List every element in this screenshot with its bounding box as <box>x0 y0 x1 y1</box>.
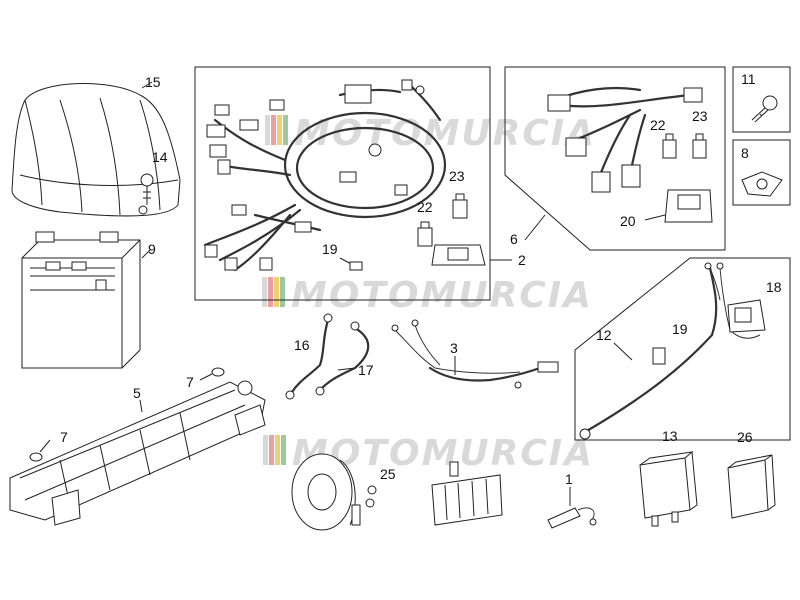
label-19: 19 <box>672 321 688 337</box>
box-part-8 <box>732 139 791 206</box>
label-13: 13 <box>662 428 678 444</box>
battery-part-9 <box>21 231 141 369</box>
bolts-part-25 <box>365 485 377 508</box>
label-19-box: 19 <box>322 241 338 257</box>
label-5: 5 <box>133 385 141 401</box>
label-22-box6: 22 <box>650 117 666 133</box>
harness-part-12 <box>579 262 761 440</box>
relay-part-26 <box>727 454 776 519</box>
label-25: 25 <box>380 466 396 482</box>
label-9: 9 <box>148 241 156 257</box>
fuse-22-box <box>417 221 433 247</box>
label-7b: 7 <box>60 429 68 445</box>
cover-part-15 <box>11 83 181 217</box>
label-23-box6: 23 <box>692 108 708 124</box>
cable-part-3 <box>391 319 559 389</box>
label-26: 26 <box>737 429 753 445</box>
label-2: 2 <box>518 252 526 268</box>
relay-holder-part-18 <box>727 299 766 333</box>
label-17: 17 <box>358 362 374 378</box>
harness-box-6 <box>504 66 726 251</box>
label-22-box: 22 <box>417 199 433 215</box>
box-part-11 <box>732 66 791 133</box>
label-18: 18 <box>766 279 782 295</box>
fuse-holder-part-20 <box>664 189 713 223</box>
secondary-harness <box>547 86 703 193</box>
label-8: 8 <box>741 145 749 161</box>
screw-part-14 <box>138 173 154 215</box>
washer-part-7b <box>29 452 43 462</box>
watermark-1: MOTOMURCIA <box>265 113 596 154</box>
relay-part-13 <box>639 451 698 527</box>
screw-part-11 <box>751 95 778 123</box>
main-harness <box>203 79 447 272</box>
label-6: 6 <box>510 231 518 247</box>
cable-part-17 <box>315 321 370 396</box>
label-1: 1 <box>565 471 573 487</box>
label-12: 12 <box>596 327 612 343</box>
harness-box <box>194 66 491 301</box>
washer-part-7a <box>211 367 225 377</box>
plate-part-5 <box>9 380 266 526</box>
clip-part-8 <box>741 171 783 197</box>
label-3: 3 <box>450 340 458 356</box>
watermark-text: MOTOMURCIA <box>294 113 596 154</box>
fuse-holder-box <box>431 244 486 266</box>
label-20: 20 <box>620 213 636 229</box>
cable-part-16 <box>285 313 333 400</box>
label-14: 14 <box>152 149 168 165</box>
fuse-23-box6 <box>692 133 707 159</box>
label-16: 16 <box>294 337 310 353</box>
fuse-part-19 <box>652 347 666 365</box>
label-11: 11 <box>741 71 756 87</box>
fuse-19-box <box>349 261 363 271</box>
label-23-box: 23 <box>449 168 465 184</box>
watermark-text: MOTOMURCIA <box>291 275 593 316</box>
label-15: 15 <box>145 74 161 90</box>
harness-box-12 <box>574 257 791 441</box>
fuse-22-box6 <box>662 133 677 159</box>
fuse-23-box <box>452 193 468 219</box>
sensor-part-1 <box>547 507 597 529</box>
watermark-2: MOTOMURCIA <box>262 275 593 316</box>
horn <box>291 453 361 531</box>
label-7a: 7 <box>186 374 194 390</box>
regulator <box>431 461 503 526</box>
